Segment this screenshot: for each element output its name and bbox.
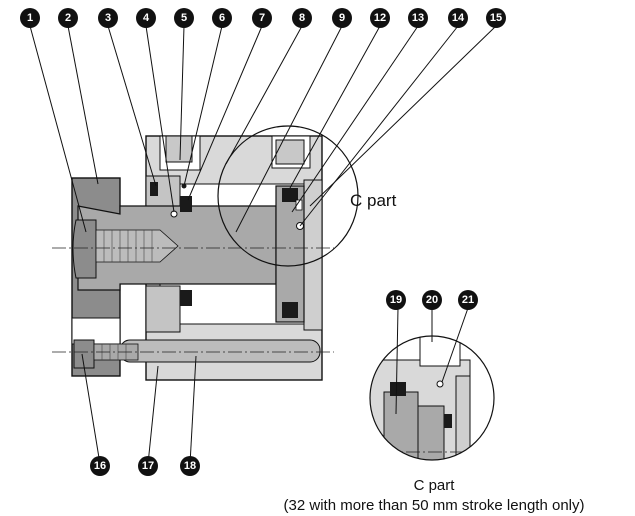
badge-8: 8	[292, 8, 312, 28]
detail-wear-ring	[417, 405, 445, 460]
svg-text:17: 17	[142, 460, 154, 472]
badge-6: 6	[212, 8, 232, 28]
badge-21: 21	[458, 290, 478, 310]
piston-seal-upper	[282, 188, 298, 202]
svg-text:1: 1	[27, 12, 33, 24]
badge-4: 4	[136, 8, 156, 28]
rod-thread	[95, 229, 179, 263]
badge-12: 12	[370, 8, 390, 28]
tie-rod	[119, 339, 321, 363]
badge-15: 15	[486, 8, 506, 28]
detail-seal	[390, 382, 406, 396]
badge-20: 20	[422, 290, 442, 310]
leader-lines	[29, 25, 497, 465]
wear-ring-upper	[295, 199, 303, 211]
svg-text:12: 12	[374, 12, 386, 24]
badge-17: 17	[138, 456, 158, 476]
badge-18: 18	[180, 456, 200, 476]
badge-7: 7	[252, 8, 272, 28]
svg-text:13: 13	[412, 12, 424, 24]
thread-lines	[103, 230, 153, 262]
port-fitting-rear	[275, 139, 305, 165]
svg-text:9: 9	[339, 12, 345, 24]
detail-magnet	[436, 380, 444, 388]
detail-end-cover	[455, 375, 471, 460]
detail-c-part	[369, 307, 495, 461]
svg-text:6: 6	[219, 12, 225, 24]
rod-seal-lower	[180, 290, 192, 306]
badge-19: 19	[386, 290, 406, 310]
svg-text:15: 15	[490, 12, 502, 24]
badge-1: 1	[20, 8, 40, 28]
rod-seal-upper	[180, 196, 192, 212]
rod-cover-lower	[145, 285, 181, 333]
svg-text:19: 19	[390, 294, 402, 306]
detail-c-part-label: C part	[414, 477, 456, 494]
bushing	[150, 182, 158, 196]
svg-text:21: 21	[462, 294, 474, 306]
badge-13: 13	[408, 8, 428, 28]
svg-text:14: 14	[452, 12, 465, 24]
bolt-shank	[93, 343, 139, 361]
piston-seal-lower	[282, 302, 298, 318]
rod-end	[72, 219, 97, 279]
svg-text:8: 8	[299, 12, 305, 24]
c-part-label: C part	[350, 191, 397, 210]
port-fitting-top	[165, 135, 193, 163]
svg-text:20: 20	[426, 294, 438, 306]
detail-piston	[383, 391, 419, 460]
badge-16: 16	[90, 456, 110, 476]
badge-9: 9	[332, 8, 352, 28]
svg-text:5: 5	[181, 12, 187, 24]
svg-text:18: 18	[184, 460, 196, 472]
svg-text:4: 4	[143, 12, 150, 24]
badge-14: 14	[448, 8, 468, 28]
badge-2: 2	[58, 8, 78, 28]
badge-3: 3	[98, 8, 118, 28]
detail-seal-right	[444, 414, 452, 428]
svg-text:7: 7	[259, 12, 265, 24]
main-section: C part	[52, 125, 397, 381]
c-part-circle	[217, 125, 359, 267]
detail-note: (32 with more than 50 mm stroke length o…	[284, 497, 585, 514]
svg-text:3: 3	[105, 12, 111, 24]
svg-text:2: 2	[65, 12, 71, 24]
svg-text:16: 16	[94, 460, 106, 472]
badge-5: 5	[174, 8, 194, 28]
